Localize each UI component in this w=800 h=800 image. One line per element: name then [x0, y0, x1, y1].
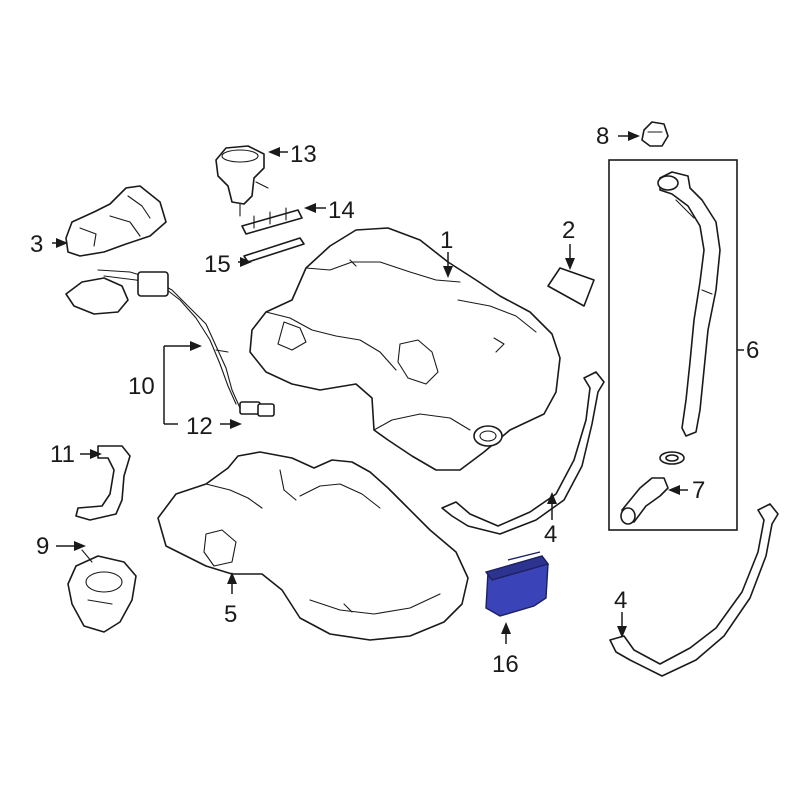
level-sensor — [75, 445, 131, 521]
callout-8: 8 — [596, 123, 609, 150]
callout-13: 13 — [290, 141, 317, 168]
filler-neck-pipe — [657, 171, 721, 437]
retaining-plate — [241, 207, 303, 235]
callout-14: 14 — [328, 197, 355, 224]
callout-6: 6 — [746, 337, 759, 364]
tank-strap-upper — [441, 371, 605, 535]
callout-3: 3 — [30, 231, 43, 258]
callout-7: 7 — [692, 477, 705, 504]
fuel-tank — [249, 227, 561, 471]
callout-4-upper: 4 — [544, 521, 557, 548]
callout-11: 11 — [50, 441, 75, 468]
leader-lines — [52, 131, 744, 644]
callout-10: 10 — [128, 373, 155, 400]
callout-2: 2 — [562, 217, 575, 244]
fuel-pump-module — [215, 145, 269, 217]
sender-harness — [65, 269, 275, 417]
lower-tank-shell — [157, 451, 469, 641]
pump-assembly — [67, 549, 137, 633]
callout-12: 12 — [186, 413, 213, 440]
tank-strap-lower — [609, 503, 779, 677]
callout-16: 16 — [492, 651, 519, 678]
callout-1: 1 — [440, 227, 453, 254]
callout-5: 5 — [224, 601, 237, 628]
callout-9: 9 — [36, 533, 49, 560]
bracket-part — [65, 185, 167, 257]
hose-and-clamp — [620, 451, 685, 525]
callout-15: 15 — [204, 251, 231, 278]
fuel-cap — [641, 121, 669, 147]
control-module-highlighted — [484, 551, 550, 617]
filler-neck-group-box — [608, 159, 738, 531]
heat-shield-pad — [547, 267, 595, 307]
gasket-ring — [243, 237, 305, 263]
callout-4-lower: 4 — [614, 587, 627, 614]
